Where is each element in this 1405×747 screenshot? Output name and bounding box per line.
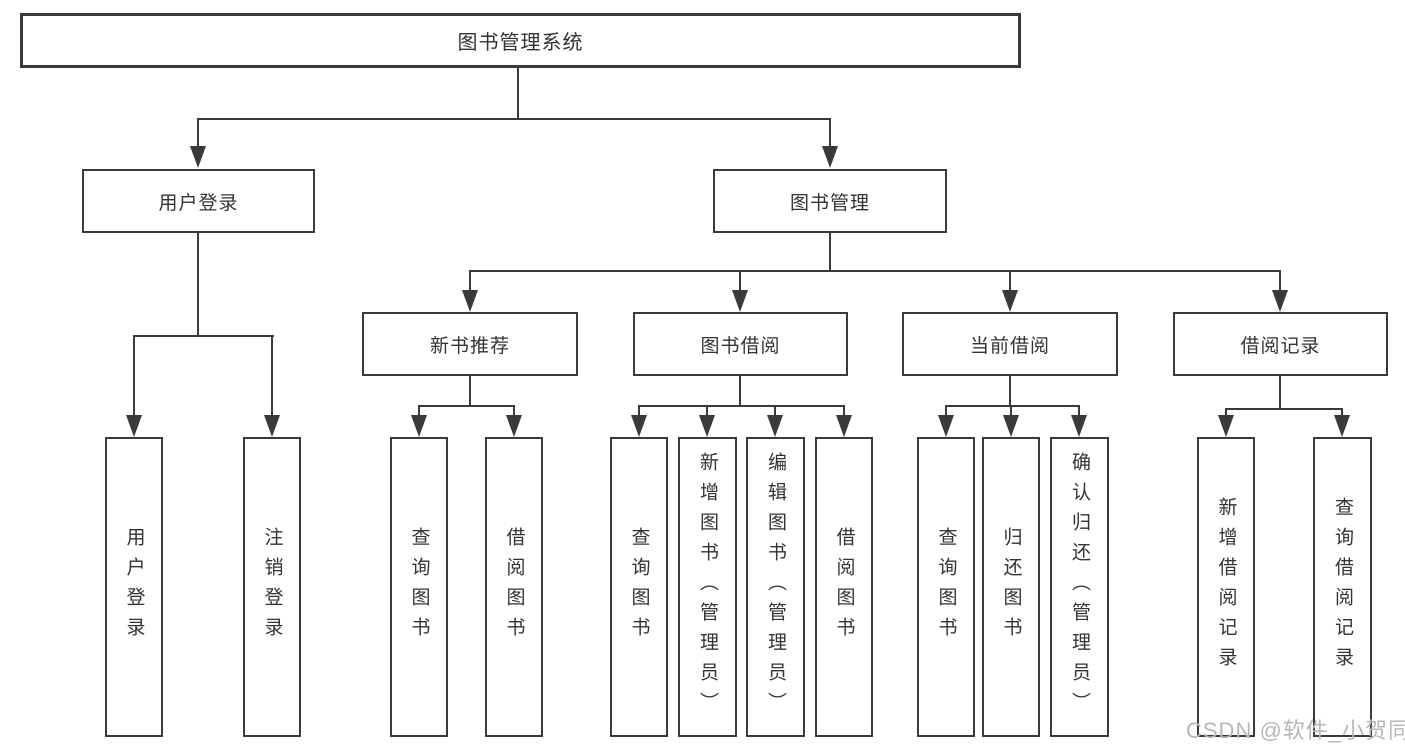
node-leaf-query-books-3: 查询图书: [917, 437, 975, 737]
node-label: 新书推荐: [429, 335, 510, 357]
arrow-into-query-books-3-icon: [938, 405, 954, 437]
arrow-into-query-borrow-record-icon: [1334, 408, 1350, 437]
node-book-borrow: 图书借阅: [633, 312, 848, 376]
node-user-login: 用户登录: [82, 169, 315, 233]
edge-current-borrow-stem: [1009, 376, 1011, 405]
node-label: 编辑图书（管理员）: [765, 452, 786, 722]
edge-new-book-recommend-stem: [469, 376, 471, 405]
node-leaf-user-login: 用户登录: [105, 437, 163, 737]
node-leaf-add-books-admin: 新增图书（管理员）: [678, 437, 737, 737]
edge-root-stem: [517, 67, 519, 118]
arrow-into-leaf-logout-icon: [264, 335, 280, 437]
arrow-into-borrow-records-icon: [1272, 270, 1288, 312]
edge-user-login-branch: [133, 335, 274, 337]
node-leaf-query-books-1: 查询图书: [390, 437, 448, 737]
node-label: 借阅记录: [1240, 335, 1321, 357]
edge-book-management-stem: [829, 233, 831, 270]
edge-new-book-recommend-branch: [418, 405, 515, 407]
node-label: 注销登录: [261, 527, 283, 647]
node-leaf-query-borrow-record: 查询借阅记录: [1313, 437, 1372, 737]
node-label: 新增借阅记录: [1215, 497, 1237, 677]
csdn-watermark: CSDN @软件_小贺同学: [1186, 718, 1405, 743]
node-book-management: 图书管理: [713, 169, 947, 233]
arrow-into-confirm-return-icon: [1071, 405, 1087, 437]
node-label: 用户登录: [123, 527, 145, 647]
node-library-management-system: 图书管理系统: [20, 13, 1021, 68]
node-leaf-borrow-books-1: 借阅图书: [485, 437, 543, 737]
arrow-into-current-borrow-icon: [1002, 270, 1018, 312]
arrow-into-borrow-books-1-icon: [506, 405, 522, 437]
arrow-into-book-management-icon: [822, 118, 838, 168]
node-label: 借阅图书: [833, 527, 855, 647]
node-label: 图书管理: [789, 192, 870, 214]
edge-root-branch: [197, 118, 831, 120]
node-label: 查询图书: [628, 527, 650, 647]
edge-borrow-records-stem: [1279, 376, 1281, 408]
node-leaf-add-borrow-record: 新增借阅记录: [1197, 437, 1255, 737]
node-label: 当前借阅: [969, 335, 1050, 357]
edge-user-login-stem: [197, 233, 199, 335]
node-new-book-recommend: 新书推荐: [362, 312, 578, 376]
arrow-into-leaf-user-login-icon: [126, 335, 142, 437]
arrow-into-query-books-2-icon: [631, 405, 647, 437]
arrow-into-user-login-icon: [190, 118, 206, 168]
arrow-into-book-borrow-icon: [732, 270, 748, 312]
node-label: 查询图书: [935, 527, 957, 647]
edge-book-management-branch: [469, 270, 1281, 272]
arrow-into-edit-books-icon: [767, 405, 783, 437]
node-leaf-query-books-2: 查询图书: [610, 437, 668, 737]
node-leaf-borrow-books-2: 借阅图书: [815, 437, 873, 737]
arrow-into-return-books-icon: [1003, 405, 1019, 437]
node-leaf-confirm-return-admin: 确认归还（管理员）: [1050, 437, 1109, 737]
edge-book-borrow-branch: [638, 405, 845, 407]
arrow-into-new-book-recommend-icon: [462, 270, 478, 312]
arrow-into-add-books-icon: [699, 405, 715, 437]
node-leaf-logout: 注销登录: [243, 437, 301, 737]
node-leaf-return-books: 归还图书: [982, 437, 1040, 737]
node-label: 查询图书: [408, 527, 430, 647]
node-borrow-records: 借阅记录: [1173, 312, 1388, 376]
edge-borrow-records-branch: [1225, 408, 1343, 410]
node-label: 用户登录: [158, 192, 239, 214]
node-label: 确认归还（管理员）: [1069, 452, 1090, 722]
node-current-borrow: 当前借阅: [902, 312, 1118, 376]
node-leaf-edit-books-admin: 编辑图书（管理员）: [746, 437, 805, 737]
node-label: 图书借阅: [700, 335, 781, 357]
node-label: 图书管理系统: [457, 32, 584, 54]
node-label: 归还图书: [1000, 527, 1022, 647]
arrow-into-add-borrow-record-icon: [1218, 408, 1234, 437]
arrow-into-query-books-1-icon: [411, 405, 427, 437]
node-label: 查询借阅记录: [1332, 497, 1353, 677]
node-label: 新增图书（管理员）: [697, 452, 718, 722]
node-label: 借阅图书: [503, 527, 525, 647]
edge-book-borrow-stem: [739, 376, 741, 405]
edge-current-borrow-branch: [945, 405, 1080, 407]
arrow-into-borrow-books-2-icon: [836, 405, 852, 437]
